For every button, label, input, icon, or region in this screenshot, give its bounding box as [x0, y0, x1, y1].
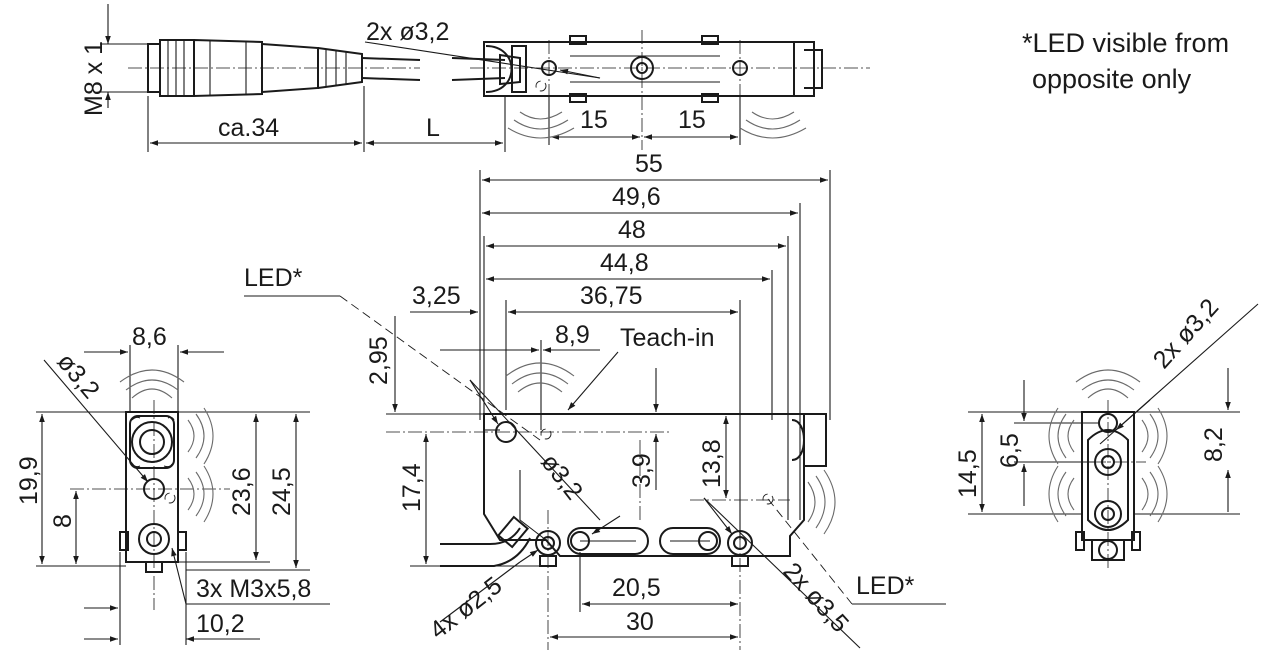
led-note-line-1: *LED visible from	[1022, 28, 1229, 58]
right-view: 14,5 6,5 8,2 2x ø3,2	[954, 293, 1259, 570]
dim-right-height-14-5: 14,5	[954, 449, 982, 498]
led-note-line-2: opposite only	[1032, 64, 1192, 94]
dim-height-13-8: 13,8	[698, 439, 726, 488]
dim-holes-2-5: 4x ø2,5	[424, 571, 507, 644]
dim-width-44-8: 44,8	[600, 249, 649, 277]
dim-left-width-10-2: 10,2	[196, 610, 245, 638]
front-view: 55 49,6 48 44,8 36,75 3,25 8,9 Teach-in …	[244, 150, 946, 650]
left-view: 8,6 ø3,2 19,9 8 23,6 24,5 3x M3x5,8 10,2	[15, 323, 330, 645]
dim-holes-3-5: 2x ø3,5	[778, 557, 855, 638]
sensor-top-body	[483, 35, 823, 103]
dim-height-17-4: 17,4	[398, 463, 426, 512]
dim-left-width-8-6: 8,6	[132, 323, 167, 351]
dim-right-holes: 2x ø3,2	[1148, 293, 1225, 374]
dim-width-30: 30	[626, 608, 654, 636]
label-led-bottom: LED*	[856, 572, 915, 600]
dim-width-20-5: 20,5	[612, 574, 661, 602]
dim-front-hole-3-2: ø3,2	[535, 448, 588, 505]
dim-left-hole-3-2: ø3,2	[51, 348, 105, 404]
dim-top-holes: 2x ø3,2	[366, 18, 449, 46]
dim-width-49-6: 49,6	[612, 183, 661, 211]
dim-height-3-9: 3,9	[628, 453, 656, 488]
dim-offset-3-25: 3,25	[412, 282, 461, 310]
dim-m8-thread: M8 x 1	[80, 41, 108, 116]
sensor-left-body	[119, 411, 187, 573]
label-led-top: LED*	[244, 264, 303, 292]
top-view: M8 x 1 ca.34 L	[80, 4, 870, 152]
dim-width-55: 55	[635, 150, 663, 178]
label-threads-m3: 3x M3x5,8	[196, 575, 311, 603]
dim-top-spacing-right: 15	[678, 106, 706, 134]
dim-height-2-95: 2,95	[365, 336, 393, 385]
sensor-front-body	[440, 413, 827, 567]
dim-left-height-23-6: 23,6	[228, 467, 256, 516]
dim-cable-length: L	[426, 114, 440, 142]
dim-width-36-75: 36,75	[580, 282, 643, 310]
dim-left-height-19-9: 19,9	[15, 456, 43, 505]
dim-connector-length: ca.34	[218, 114, 279, 142]
dim-top-spacing-left: 15	[580, 106, 608, 134]
dim-left-height-24-5: 24,5	[268, 467, 296, 516]
dim-left-height-8: 8	[49, 514, 77, 528]
label-teach-in: Teach-in	[620, 324, 715, 352]
dim-right-height-8-2: 8,2	[1200, 427, 1228, 462]
led-note: *LED visible from opposite only	[1022, 28, 1229, 94]
dim-width-48: 48	[618, 216, 646, 244]
dim-right-height-6-5: 6,5	[996, 433, 1024, 468]
dim-offset-8-9: 8,9	[555, 321, 590, 349]
